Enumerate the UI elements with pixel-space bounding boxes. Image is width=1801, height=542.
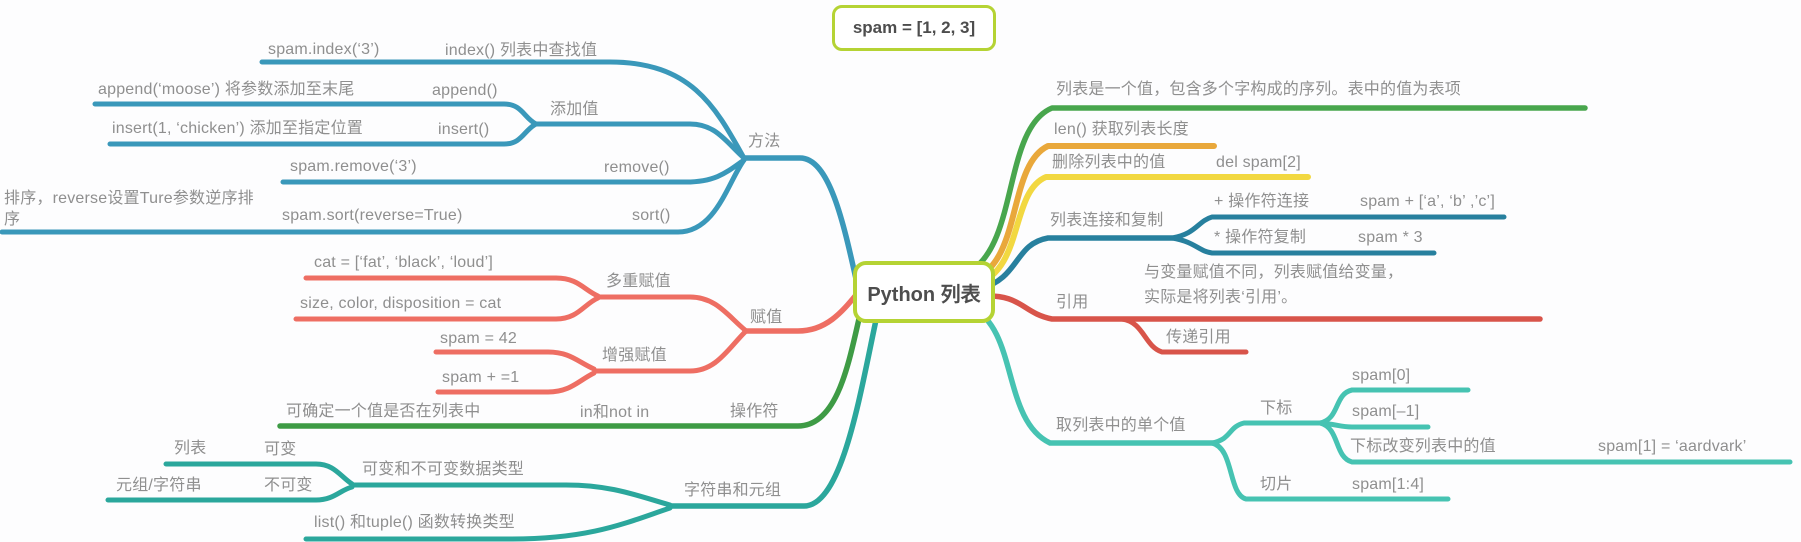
- node-pass-reference[interactable]: 传递引用: [1166, 329, 1231, 346]
- node-remove-code[interactable]: spam.remove(‘3’): [290, 158, 417, 175]
- floating-topic-spam-list[interactable]: spam = [1, 2, 3]: [832, 5, 996, 51]
- node-slice-code[interactable]: spam[1:4]: [1352, 476, 1425, 493]
- branch-assign-size: [293, 295, 601, 322]
- node-append-desc[interactable]: append(‘moose’) 将参数添加至末尾: [98, 81, 355, 98]
- branch-methods-index: [259, 59, 747, 161]
- branch-methods-insert: [107, 121, 539, 147]
- node-ref-note-line2[interactable]: 实际是将列表‘引用’。: [1144, 289, 1298, 306]
- branch-methods-sort: [0, 157, 747, 235]
- node-assign[interactable]: 赋值: [750, 309, 783, 326]
- node-operators[interactable]: 操作符: [730, 403, 779, 420]
- node-append-label[interactable]: append(): [432, 82, 498, 99]
- node-convert[interactable]: list() 和tuple() 函数转换类型: [314, 514, 515, 531]
- node-change-code[interactable]: spam[1] = ‘aardvark’: [1598, 438, 1747, 455]
- branch-assign-spamplus: [435, 370, 597, 395]
- branch-strings-mutable: [163, 461, 355, 487]
- node-aug-assign[interactable]: 增强赋值: [602, 347, 667, 364]
- node-spam0-code[interactable]: spam[0]: [1352, 367, 1411, 384]
- node-plus-op[interactable]: + 操作符连接: [1214, 193, 1310, 210]
- branch-single-spamneg1: [1317, 420, 1431, 430]
- node-sort-code[interactable]: spam.sort(reverse=True): [282, 207, 463, 224]
- node-delete-code[interactable]: del spam[2]: [1216, 154, 1301, 171]
- node-list[interactable]: 列表: [174, 440, 207, 457]
- branch-methods-addvalue: [533, 121, 747, 161]
- branch-single-change: [1317, 420, 1793, 465]
- node-sort-note[interactable]: 排序，reverse设置Ture参数逆序排序: [4, 190, 254, 228]
- node-star-code[interactable]: spam * 3: [1358, 229, 1423, 246]
- node-slice[interactable]: 切片: [1260, 476, 1293, 493]
- node-plus-code[interactable]: spam + [‘a’, ‘b’ ,’c’]: [1360, 193, 1495, 210]
- floating-topic-text: spam = [1, 2, 3]: [852, 18, 976, 37]
- node-len-note[interactable]: len() 获取列表长度: [1054, 121, 1189, 138]
- node-star-op[interactable]: * 操作符复制: [1214, 229, 1307, 246]
- node-size-code[interactable]: size, color, disposition = cat: [300, 295, 502, 312]
- node-index-label[interactable]: index() 列表中查找值: [445, 42, 598, 59]
- branch-single-subscript: [1209, 420, 1323, 446]
- node-strings-tuples[interactable]: 字符串和元组: [684, 482, 782, 499]
- branch-strings-immutable: [105, 484, 355, 503]
- node-spamneg1-code[interactable]: spam[–1]: [1352, 403, 1420, 420]
- node-cat-code[interactable]: cat = [‘fat’, ‘black’, ‘loud’]: [314, 254, 493, 271]
- branch-methods-append: [92, 101, 539, 127]
- branch-single-slice: [1209, 440, 1451, 502]
- branch-strings-convert: [303, 505, 673, 542]
- node-add-value[interactable]: 添加值: [550, 101, 599, 118]
- central-topic[interactable]: Python 列表: [853, 261, 995, 323]
- branch-single-spam0: [1317, 387, 1471, 426]
- node-in-label[interactable]: in和not in: [580, 404, 650, 421]
- node-tuple-str[interactable]: 元组/字符串: [116, 477, 202, 494]
- branch-strings-main: [669, 317, 879, 509]
- branch-assign-cat: [303, 275, 601, 299]
- branch-assign-main: [742, 292, 859, 334]
- node-mutable[interactable]: 可变: [264, 441, 297, 458]
- node-mut-types[interactable]: 可变和不可变数据类型: [362, 461, 525, 478]
- node-change-label[interactable]: 下标改变列表中的值: [1350, 438, 1496, 455]
- branch-reference-pass: [1119, 316, 1249, 355]
- node-single-value[interactable]: 取列表中的单个值: [1056, 417, 1186, 434]
- branch-concat-plus: [1169, 214, 1507, 241]
- branch-assign-aug: [592, 329, 748, 374]
- branch-valuenote: [969, 105, 1588, 273]
- branch-methods-main: [741, 155, 861, 291]
- node-insert-label[interactable]: insert(): [438, 121, 490, 138]
- branch-strings-muttypes: [349, 482, 673, 508]
- node-immutable[interactable]: 不可变: [264, 477, 313, 494]
- node-subscript[interactable]: 下标: [1260, 400, 1293, 417]
- node-multi-assign[interactable]: 多重赋值: [606, 273, 671, 290]
- node-sort-label[interactable]: sort(): [632, 207, 671, 224]
- node-spam-index-code[interactable]: spam.index(‘3’): [268, 41, 380, 58]
- node-methods[interactable]: 方法: [748, 133, 781, 150]
- node-value-note[interactable]: 列表是一个值，包含多个字构成的序列。表中的值为表项: [1056, 81, 1462, 98]
- branch-assign-multi: [595, 294, 748, 333]
- node-delete-label[interactable]: 删除列表中的值: [1052, 154, 1166, 171]
- node-concat-label[interactable]: 列表连接和复制: [1050, 212, 1164, 229]
- central-topic-text: Python 列表: [867, 283, 981, 306]
- node-spam42-code[interactable]: spam = 42: [440, 330, 517, 347]
- node-spamplus-code[interactable]: spam + =1: [442, 369, 520, 386]
- node-in-desc[interactable]: 可确定一个值是否在列表中: [286, 403, 481, 420]
- node-remove-label[interactable]: remove(): [604, 159, 670, 176]
- branch-operators: [277, 303, 865, 429]
- branch-assign-spam42: [433, 349, 597, 372]
- node-reference[interactable]: 引用: [1056, 294, 1089, 311]
- branch-concat-star: [1169, 235, 1437, 256]
- node-insert-desc[interactable]: insert(1, ‘chicken’) 添加至指定位置: [112, 120, 363, 137]
- node-ref-note-line1[interactable]: 与变量赋值不同，列表赋值给变量，: [1144, 264, 1404, 281]
